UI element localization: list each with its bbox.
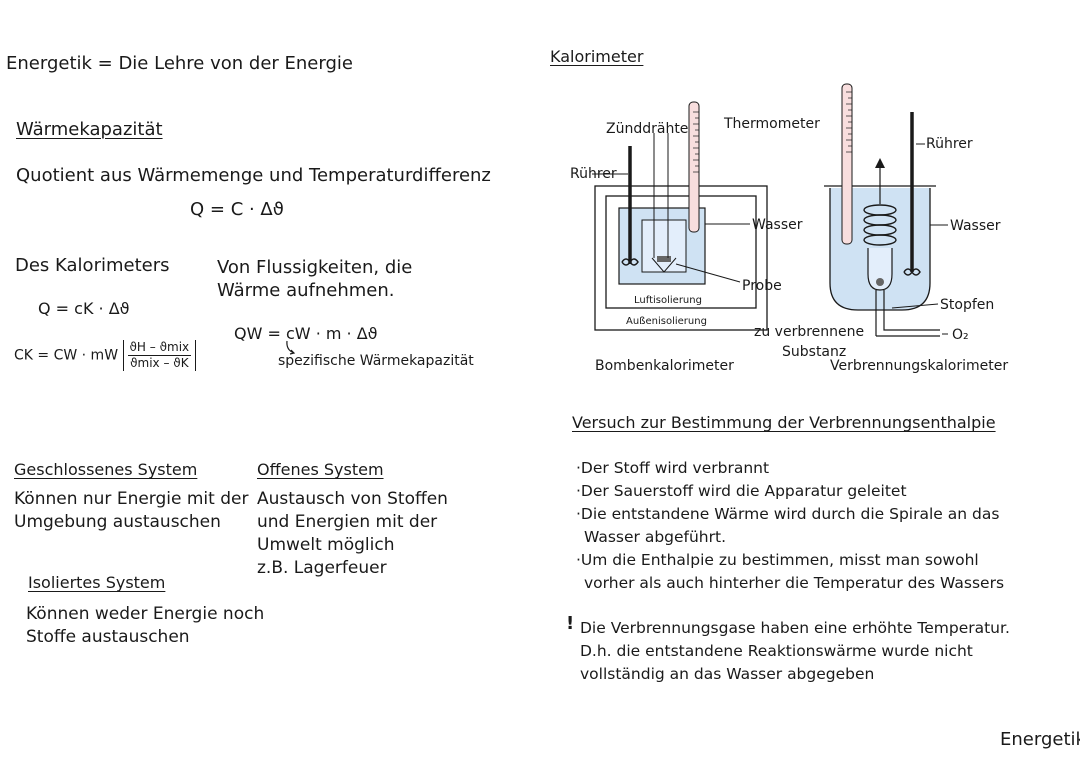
label-thermometer: Thermometer — [723, 116, 820, 132]
isolated-system-text: Können weder Energie noch Stoffe austaus… — [26, 603, 264, 649]
heat-capacity-formula: Q = C · Δϑ — [190, 199, 284, 220]
open-system-text: Austausch von Stoffen und Energien mit d… — [257, 488, 448, 580]
isolated-line-2: Stoffe austauschen — [26, 627, 190, 647]
closed-system-text: Können nur Energie mit der Umgebung aust… — [14, 488, 248, 534]
step-1: ·Der Stoff wird verbrannt — [576, 459, 770, 477]
bomb-vessel — [641, 219, 687, 273]
liquids-formula: QW = cW · m · Δϑ — [234, 324, 378, 343]
calorimeter-formula-2: CK = CW · mW ϑH – ϑmix ϑmix – ϑK — [14, 340, 197, 371]
label-ruhrer-right: Rührer — [926, 136, 973, 152]
closed-system-heading: Geschlossenes System — [14, 460, 198, 479]
label-zunddrahte: Zünddrähte — [606, 121, 688, 137]
sample — [657, 256, 671, 262]
bomb-calorimeter: Zünddrähte Thermometer Rührer Wasser Pro… — [570, 101, 820, 374]
liquids-heading-line-2: Wärme aufnehmen. — [217, 280, 395, 301]
note-text: Die Verbrennungsgase haben eine erhöhte … — [580, 617, 1010, 686]
isolated-line-1: Können weder Energie noch — [26, 604, 265, 624]
calorimeter-capacity-heading: Des Kalorimeters — [15, 255, 170, 276]
step-3a: ·Die entstandene Wärme wird durch die Sp… — [576, 505, 1000, 523]
note-line-2: D.h. die entstandene Reaktionswärme wurd… — [580, 642, 973, 660]
heat-capacity-definition: Quotient aus Wärmemenge und Temperaturdi… — [16, 165, 491, 186]
page-title: Energetik = Die Lehre von der Energie — [6, 53, 353, 74]
open-line-3: Umwelt möglich — [257, 535, 395, 555]
label-stopfen: Stopfen — [940, 297, 994, 313]
exclamation-icon: ! — [566, 613, 575, 634]
calorimeter-heading: Kalorimeter — [550, 47, 644, 66]
label-ruhrer-left: Rührer — [570, 166, 617, 182]
step-4a: ·Um die Enthalpie zu bestimmen, misst ma… — [576, 551, 979, 569]
label-aussenisolierung: Außenisolierung — [626, 316, 707, 327]
open-line-2: und Energien mit der — [257, 512, 438, 532]
step-3b: Wasser abgeführt. — [584, 528, 727, 546]
note-line-3: vollständig an das Wasser abgegeben — [580, 665, 875, 683]
thermometer-right — [841, 83, 853, 245]
caption-bombenkalorimeter: Bombenkalorimeter — [595, 358, 734, 374]
heat-spiral — [863, 204, 897, 246]
arrow-curve-icon — [286, 340, 296, 355]
closed-line-1: Können nur Energie mit der — [14, 489, 249, 509]
label-substance-2: Substanz — [782, 344, 846, 360]
label-o2: O₂ — [952, 327, 969, 343]
fraction-denominator: ϑmix – ϑK — [130, 356, 189, 370]
open-line-1: Austausch von Stoffen — [257, 489, 448, 509]
liquids-heading-line-1: Von Flussigkeiten, die — [217, 257, 413, 278]
footer-label: Energetik — [1000, 729, 1080, 750]
stirrer-blade — [621, 258, 639, 266]
experiment-steps: ·Der Stoff wird verbrannt ·Der Sauerstof… — [576, 457, 1004, 595]
heat-capacity-heading: Wärmekapazität — [16, 119, 163, 140]
calorimeter-fraction: ϑH – ϑmix ϑmix – ϑK — [122, 340, 197, 371]
step-2: ·Der Sauerstoff wird die Apparatur gelei… — [576, 482, 907, 500]
note-line-1: Die Verbrennungsgase haben eine erhöhte … — [580, 619, 1010, 637]
caption-verbrennungskalorimeter: Verbrennungskalorimeter — [830, 358, 1008, 374]
label-luftisolierung: Luftisolierung — [634, 295, 702, 306]
specific-heat-note: spezifische Wärmekapazität — [278, 353, 474, 369]
isolated-system-heading: Isoliertes System — [28, 573, 166, 592]
combustion-chamber — [867, 248, 893, 291]
combustion-calorimeter: Rührer Wasser Stopfen O₂ zu verbrennene … — [754, 83, 1008, 374]
closed-line-2: Umgebung austauschen — [14, 512, 221, 532]
calorimeter-formula-2-lhs: CK = CW · mW — [14, 347, 119, 364]
label-probe: Probe — [742, 278, 782, 294]
label-substance-1: zu verbrennene — [754, 324, 864, 340]
experiment-heading: Versuch zur Bestimmung der Verbrennungse… — [572, 413, 996, 432]
air-insulation-box — [605, 195, 757, 309]
sample-dish — [651, 257, 677, 273]
calorimeter-diagrams: Zünddrähte Thermometer Rührer Wasser Pro… — [570, 83, 1008, 374]
label-wasser-right: Wasser — [950, 218, 1001, 234]
open-line-4: z.B. Lagerfeuer — [257, 558, 387, 578]
fraction-numerator: ϑH – ϑmix — [127, 340, 192, 356]
open-system-heading: Offenes System — [257, 460, 384, 479]
thermometer-left — [688, 101, 700, 233]
calorimeter-formula-1: Q = cK · Δϑ — [38, 299, 130, 318]
label-wasser-left: Wasser — [752, 217, 803, 233]
outer-insulation-box — [594, 185, 768, 331]
step-4b: vorher als auch hinterher die Temperatur… — [584, 574, 1005, 592]
